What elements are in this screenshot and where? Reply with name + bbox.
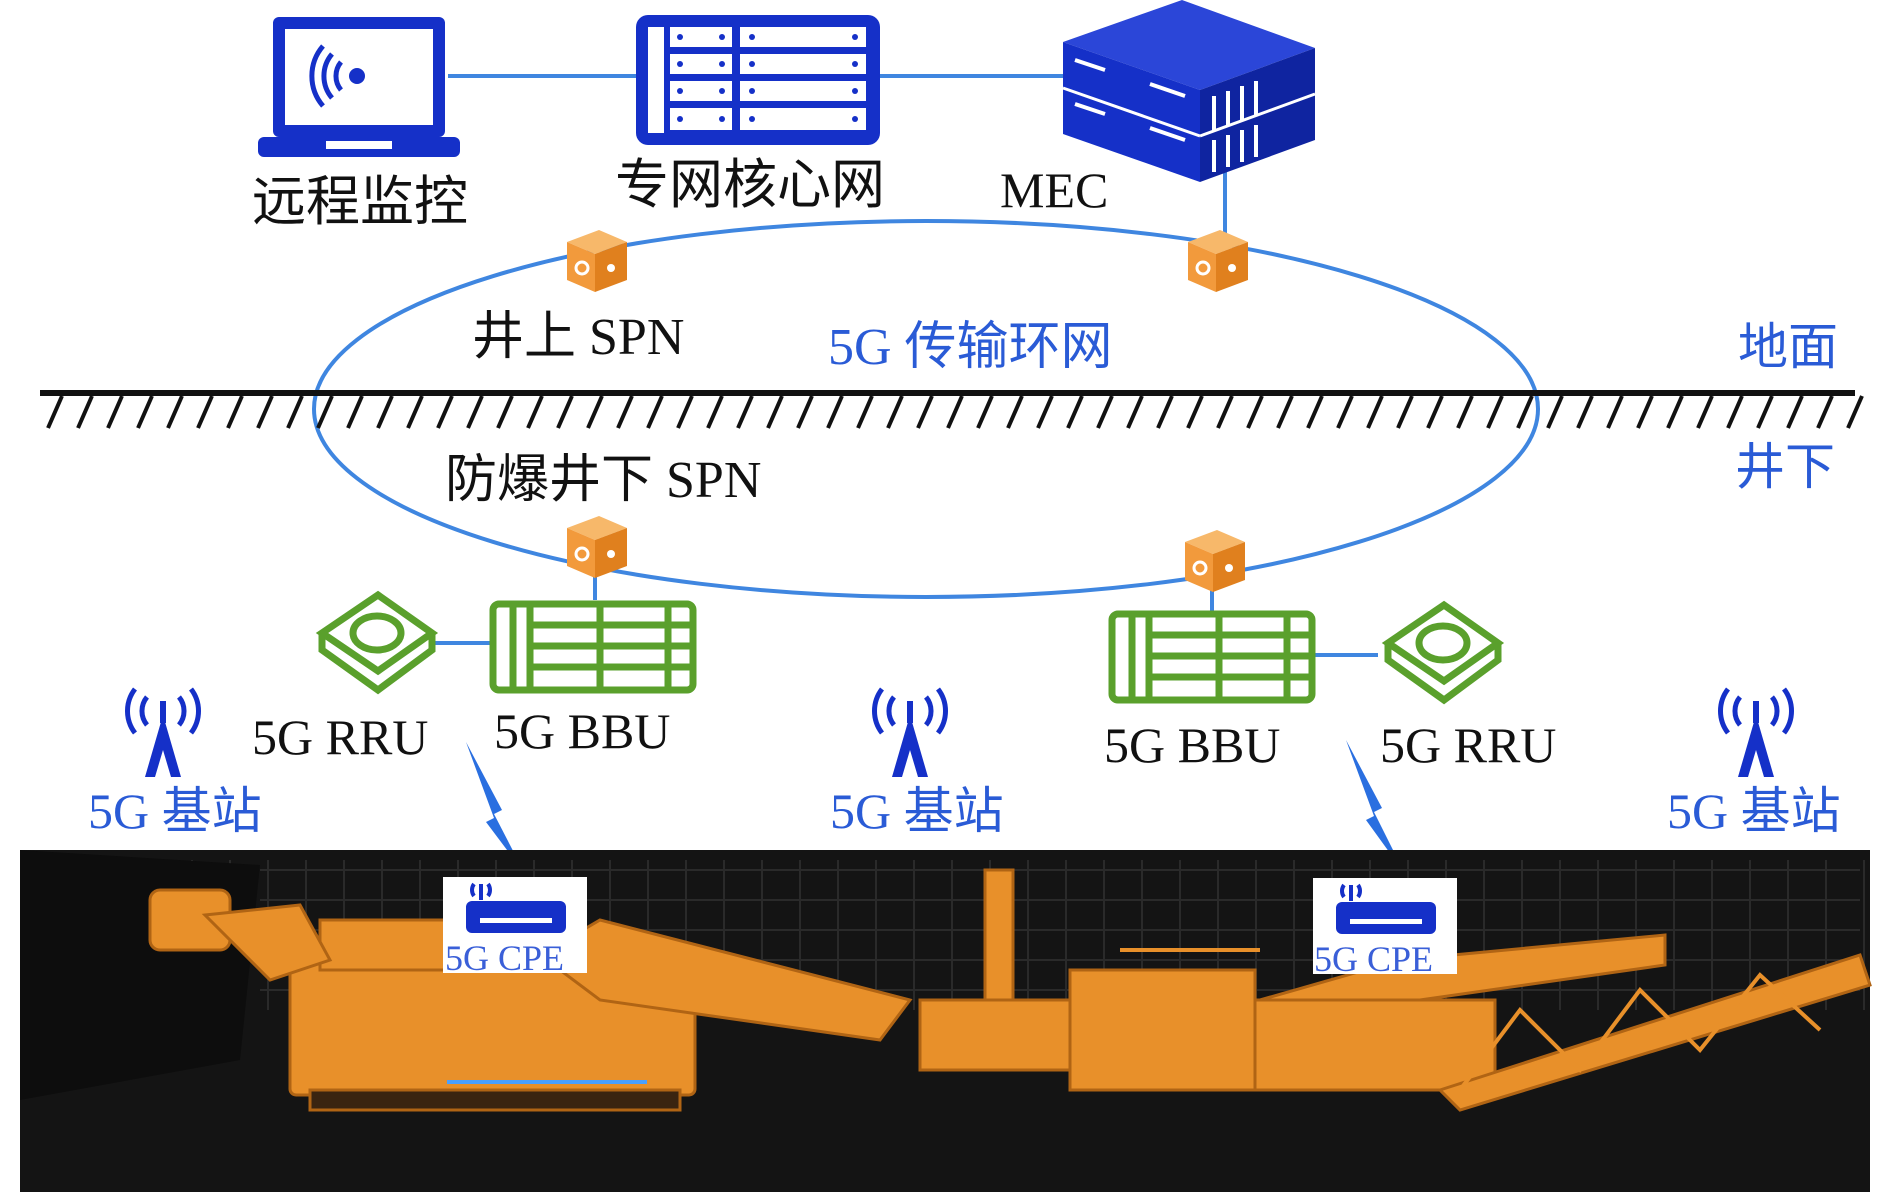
bbu-icon: [489, 600, 697, 694]
ring-title: 5G 传输环网: [828, 319, 1113, 376]
wireless-link-icon: [466, 742, 525, 874]
server-rack-icon: [636, 15, 880, 145]
underground-zone-label: 井下: [1735, 439, 1835, 495]
bbu-icon: [1108, 610, 1316, 704]
transport-ring: [312, 219, 1540, 599]
rru-icon: [1381, 600, 1505, 705]
rru-icon: [315, 590, 439, 695]
underground-spn-label: 防爆井下 SPN: [445, 452, 762, 509]
spn-router-icon: [567, 230, 1248, 592]
mec-label: MEC: [1000, 162, 1109, 218]
spn-router-icon: [567, 230, 627, 292]
spn-router-icon: [1188, 230, 1248, 292]
antenna-tower-icon: [125, 687, 201, 777]
cpe-label-left: 5G CPE: [445, 938, 565, 978]
antenna-tower-icon: [872, 687, 948, 777]
core-network-label: 专网核心网: [615, 155, 885, 215]
cpe-router-icon: [1313, 878, 1457, 974]
left-bbu-label: 5G BBU: [494, 703, 671, 759]
antenna-tower-icon: [1718, 687, 1794, 777]
ground-spn-label: 井上 SPN: [472, 309, 685, 366]
right-rru-label: 5G RRU: [1380, 717, 1557, 773]
spn-router-icon: [1185, 530, 1245, 592]
laptop-wifi-icon: [258, 17, 460, 157]
left-rru-label: 5G RRU: [252, 709, 429, 765]
remote-monitor-label: 远程监控: [252, 172, 468, 232]
wireless-link-icon: [1346, 740, 1405, 874]
base-station-label-right: 5G 基站: [1667, 783, 1841, 839]
mining-machine-photo: [20, 850, 1872, 1192]
cpe-router-icon: [443, 877, 587, 973]
top-links: [432, 74, 1378, 657]
base-station-label-center: 5G 基站: [830, 783, 1004, 839]
cpe-label-right: 5G CPE: [1314, 939, 1434, 979]
mec-server-icon: [1062, 0, 1316, 182]
spn-router-icon: [567, 516, 627, 578]
right-bbu-label: 5G BBU: [1104, 717, 1281, 773]
base-station-label-left: 5G 基站: [88, 783, 262, 839]
surface-zone-label: 地面: [1738, 319, 1838, 375]
ground-line: [40, 390, 1864, 429]
